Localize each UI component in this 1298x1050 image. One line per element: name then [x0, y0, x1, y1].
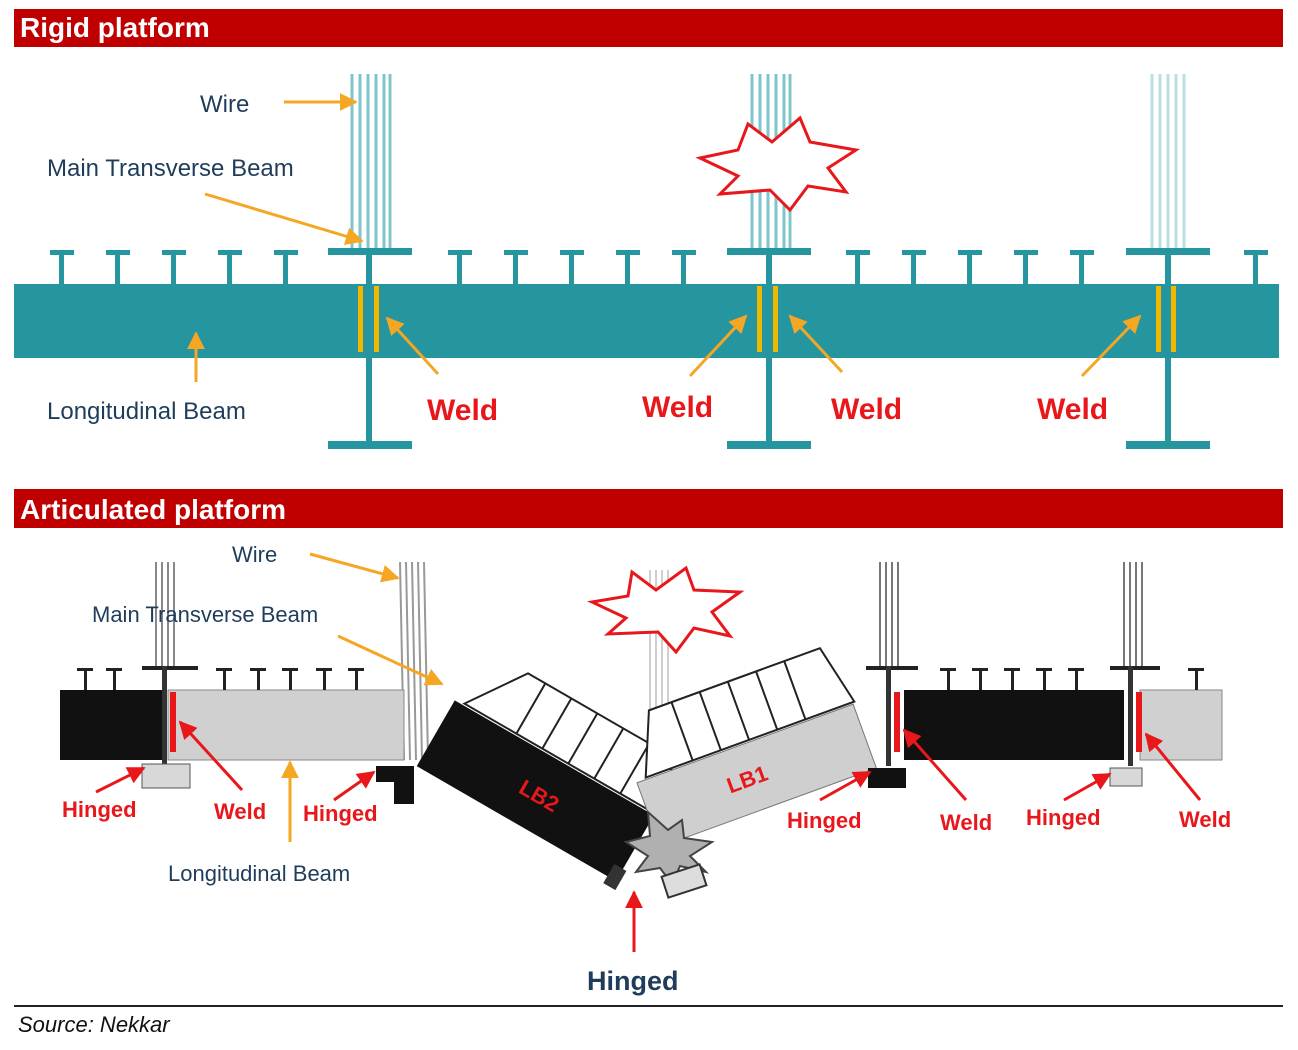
rigid-weld-label-3: Weld	[831, 393, 902, 426]
rigid-arrows	[187, 93, 1142, 382]
rigid-longitudinal-beam	[14, 284, 1279, 358]
artic-hinged-center-label: Hinged	[587, 966, 679, 996]
artic-lb2-assembly: LB2	[416, 672, 677, 891]
artic-left-grey-beam	[167, 689, 405, 761]
artic-hinged-label-3: Hinged	[787, 808, 862, 833]
articulated-platform-header: Articulated platform	[14, 489, 1283, 528]
rigid-platform-header: Rigid platform	[14, 9, 1283, 47]
rigid-wire-left	[350, 74, 392, 248]
rigid-wire-label: Wire	[200, 91, 249, 118]
artic-weld-label-2: Weld	[940, 810, 992, 835]
rigid-longitudinal-beam-label: Longitudinal Beam	[47, 398, 246, 425]
rigid-weld-label-4: Weld	[1037, 393, 1108, 426]
artic-weld-label-3: Weld	[1179, 807, 1231, 832]
artic-center-hinge	[660, 863, 708, 899]
artic-lb1-assembly: LB1	[636, 646, 878, 848]
artic-right-grey-beam	[1139, 689, 1223, 761]
artic-right-hinge-block	[868, 768, 906, 788]
artic-lb2-left-hinge	[376, 766, 414, 782]
source-divider	[14, 1005, 1283, 1007]
rigid-weld-label-2: Weld	[642, 391, 713, 424]
artic-wire-label: Wire	[232, 542, 277, 567]
rigid-transverse-beam-right	[1126, 248, 1210, 449]
rigid-stiffeners	[50, 250, 1268, 284]
artic-collision-icon	[623, 809, 715, 886]
rigid-explosion-icon	[695, 115, 861, 213]
artic-red-arrows	[95, 720, 1202, 952]
artic-weld-label-1: Weld	[214, 799, 266, 824]
artic-wire-right-2	[1123, 562, 1143, 668]
artic-left-stiffeners	[77, 668, 364, 690]
artic-lb2-beam	[416, 700, 654, 882]
rigid-weld-label-1: Weld	[427, 394, 498, 427]
rigid-transverse-beam-left	[328, 248, 412, 449]
artic-hinged-label-2: Hinged	[303, 801, 378, 826]
artic-right-transverse-beam-1	[866, 666, 918, 766]
artic-lb1-stiffener-frame	[644, 646, 856, 780]
rigid-diagram: Wire Main Transverse Beam Longitudinal B…	[14, 74, 1279, 449]
artic-right-stiffeners	[940, 668, 1204, 690]
artic-longitudinal-beam-label: Longitudinal Beam	[168, 861, 350, 886]
articulated-diagram: LB2 LB1	[60, 542, 1231, 996]
source-note: Source: Nekkar	[18, 1012, 170, 1037]
artic-left-black-beam	[60, 690, 162, 760]
artic-explosion-icon	[587, 565, 745, 655]
rigid-main-transverse-beam-label: Main Transverse Beam	[47, 155, 294, 182]
artic-wire-slanted	[399, 561, 429, 761]
artic-orange-arrows	[281, 552, 444, 842]
rigid-welds	[358, 286, 1176, 352]
artic-hinged-label-1: Hinged	[62, 797, 137, 822]
artic-left-transverse-beam	[141, 666, 198, 789]
artic-wire-left	[155, 562, 175, 668]
rigid-transverse-beam-middle	[727, 248, 811, 449]
artic-main-transverse-beam-label: Main Transverse Beam	[92, 602, 318, 627]
rigid-wire-right	[1150, 74, 1186, 248]
artic-wire-right-1	[879, 562, 899, 668]
artic-hinged-label-4: Hinged	[1026, 805, 1101, 830]
artic-right-black-beam	[904, 690, 1124, 760]
